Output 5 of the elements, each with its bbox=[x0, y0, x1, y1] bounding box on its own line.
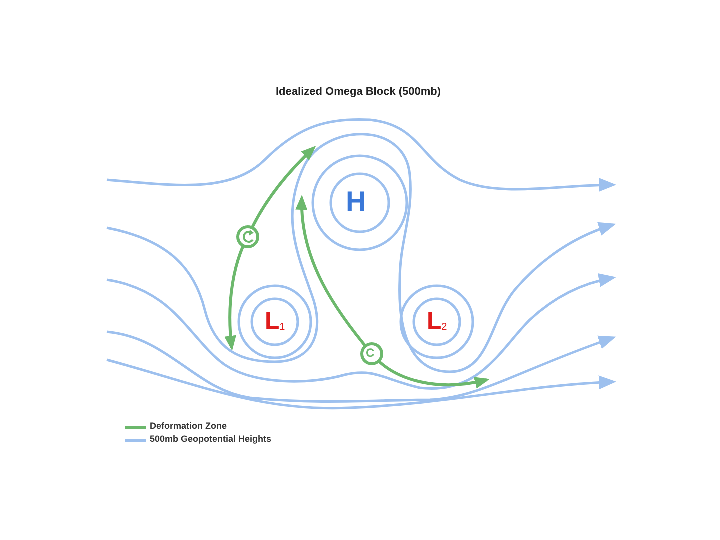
diagram-title: Idealized Omega Block (500mb) bbox=[276, 86, 442, 98]
legend-label: Deformation Zone bbox=[150, 421, 228, 431]
col-label: C bbox=[366, 346, 375, 360]
high-pressure-label: H bbox=[346, 186, 366, 218]
legend-label: 500mb Geopotential Heights bbox=[150, 434, 272, 444]
